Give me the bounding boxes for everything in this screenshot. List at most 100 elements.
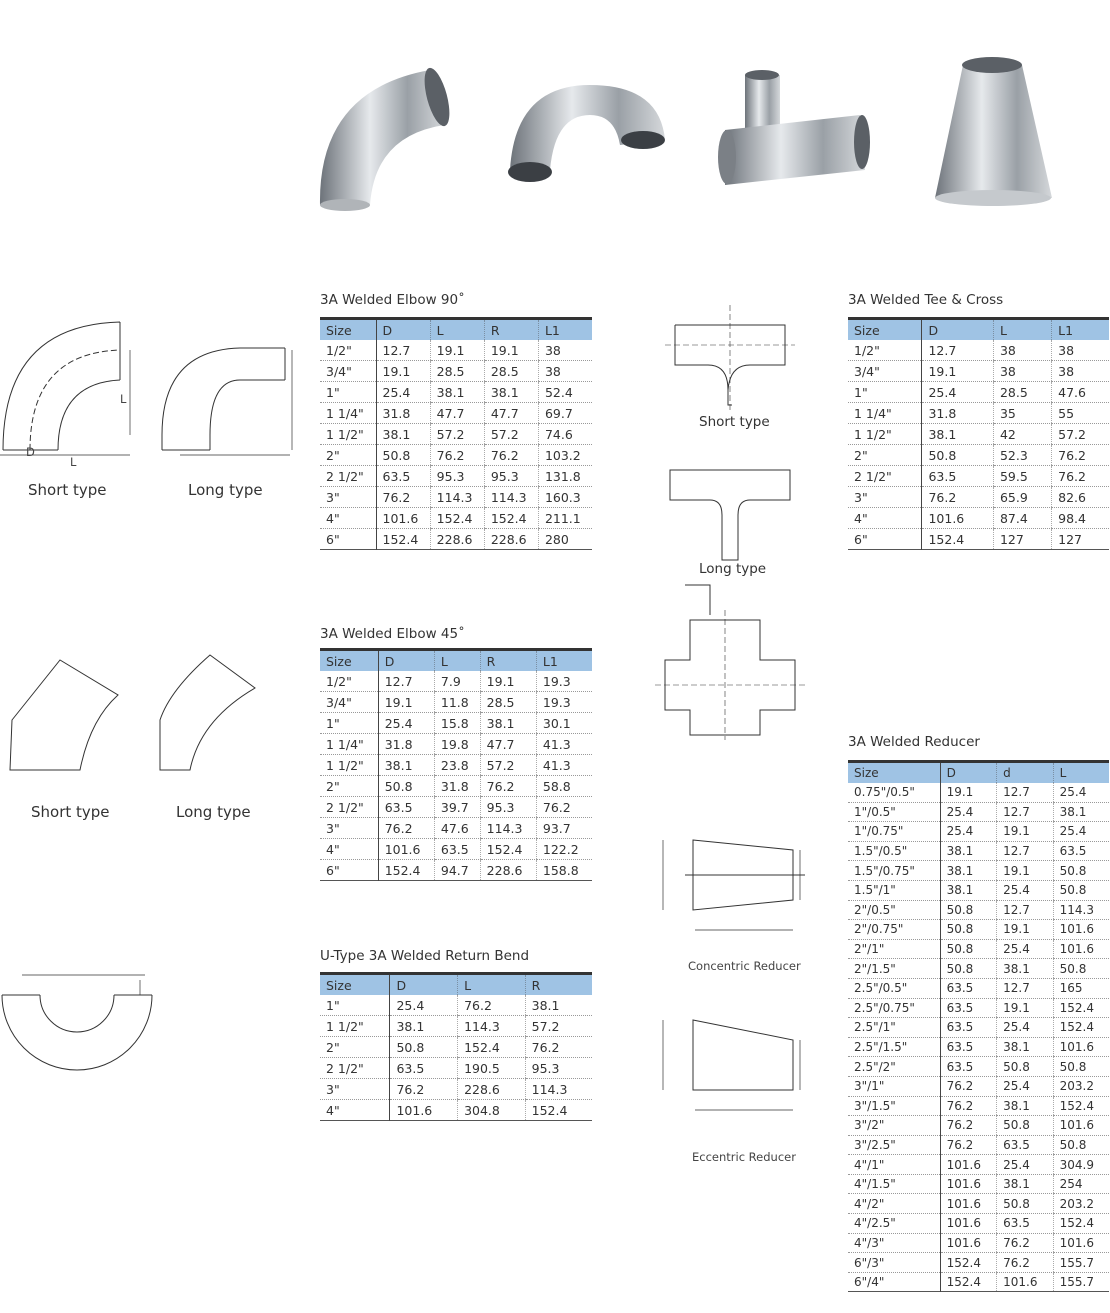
table-cell: 2.5"/0.5": [848, 978, 941, 999]
table-cell: 152.4: [377, 859, 435, 881]
elbow45-title: 3A Welded Elbow 45˚: [320, 626, 465, 642]
table-cell: 95.3: [479, 796, 537, 818]
table-cell: 63.5: [939, 978, 997, 999]
table-cell: 152.4: [921, 528, 994, 550]
table-cell: 203.2: [1052, 1076, 1109, 1097]
column-header: L1: [537, 318, 592, 340]
column-header: L1: [535, 649, 592, 671]
table-cell: 1": [320, 381, 377, 403]
table-cell: 19.1: [375, 360, 431, 382]
table-cell: 7.9: [433, 671, 481, 692]
table-cell: 114.3: [1052, 900, 1109, 921]
table-cell: 6": [320, 528, 377, 550]
table-cell: 19.3: [535, 691, 592, 713]
table-cell: 1": [320, 995, 390, 1016]
table-cell: 50.8: [939, 958, 997, 979]
column-header: d: [996, 761, 1054, 783]
table-cell: 152.4: [939, 1272, 997, 1293]
column-header: R: [524, 973, 592, 995]
table-cell: 38: [992, 360, 1052, 382]
table-cell: 35: [992, 402, 1052, 424]
table-cell: 2": [848, 444, 922, 466]
table-cell: 101.6: [939, 1154, 997, 1175]
table-cell: 12.7: [921, 340, 994, 361]
table-cell: 50.8: [1052, 880, 1109, 901]
table-cell: 127: [1051, 528, 1109, 550]
table-cell: 50.8: [1052, 1135, 1109, 1156]
table-cell: 1/2": [320, 340, 377, 361]
table-cell: 19.1: [921, 360, 994, 382]
table-cell: 2.5"/1.5": [848, 1037, 941, 1058]
table-cell: 2 1/2": [320, 465, 377, 487]
table-cell: 25.4: [921, 381, 994, 403]
table-cell: 38.1: [996, 1037, 1054, 1058]
table-cell: 50.8: [921, 444, 994, 466]
table-cell: 12.7: [996, 802, 1054, 823]
elbow45-long-label: Long type: [176, 803, 251, 821]
table-cell: 38.1: [996, 1174, 1054, 1195]
table-cell: 101.6: [1052, 1037, 1109, 1058]
table-cell: 4"/1.5": [848, 1174, 941, 1195]
table-cell: 152.4: [457, 1036, 526, 1058]
table-cell: 38: [1051, 360, 1109, 382]
table-cell: 76.2: [535, 796, 592, 818]
table-cell: 152.4: [429, 507, 485, 529]
table-cell: 50.8: [389, 1036, 458, 1058]
table-cell: 1": [320, 712, 379, 734]
table-cell: 76.2: [389, 1078, 458, 1100]
table-cell: 25.4: [1052, 821, 1109, 842]
table-cell: 1": [848, 381, 922, 403]
table-cell: 57.2: [429, 423, 485, 445]
table-cell: 47.7: [483, 402, 539, 424]
table-cell: 25.4: [939, 802, 997, 823]
table-cell: 152.4: [1052, 1213, 1109, 1234]
table-cell: 4"/2": [848, 1193, 941, 1215]
table-cell: 47.7: [429, 402, 485, 424]
table-cell: 160.3: [537, 486, 592, 508]
column-header: L: [1052, 761, 1109, 783]
table-cell: 19.8: [433, 733, 481, 755]
column-header: D: [939, 761, 997, 783]
table-cell: 101.6: [939, 1193, 997, 1215]
table-cell: 76.2: [377, 817, 435, 839]
table-cell: 304.9: [1052, 1154, 1109, 1175]
table-cell: 57.2: [479, 754, 537, 776]
table-cell: 2"/0.5": [848, 900, 941, 921]
table-cell: 38.1: [377, 754, 435, 776]
table-cell: 55: [1051, 402, 1109, 424]
reducer-title: 3A Welded Reducer: [848, 734, 980, 750]
table-cell: 76.2: [921, 486, 994, 508]
table-cell: 101.6: [377, 838, 435, 860]
reducer-photo: [935, 57, 1052, 206]
table-cell: 28.5: [479, 691, 537, 713]
column-header: Size: [320, 318, 377, 340]
table-cell: 2"/1": [848, 939, 941, 960]
